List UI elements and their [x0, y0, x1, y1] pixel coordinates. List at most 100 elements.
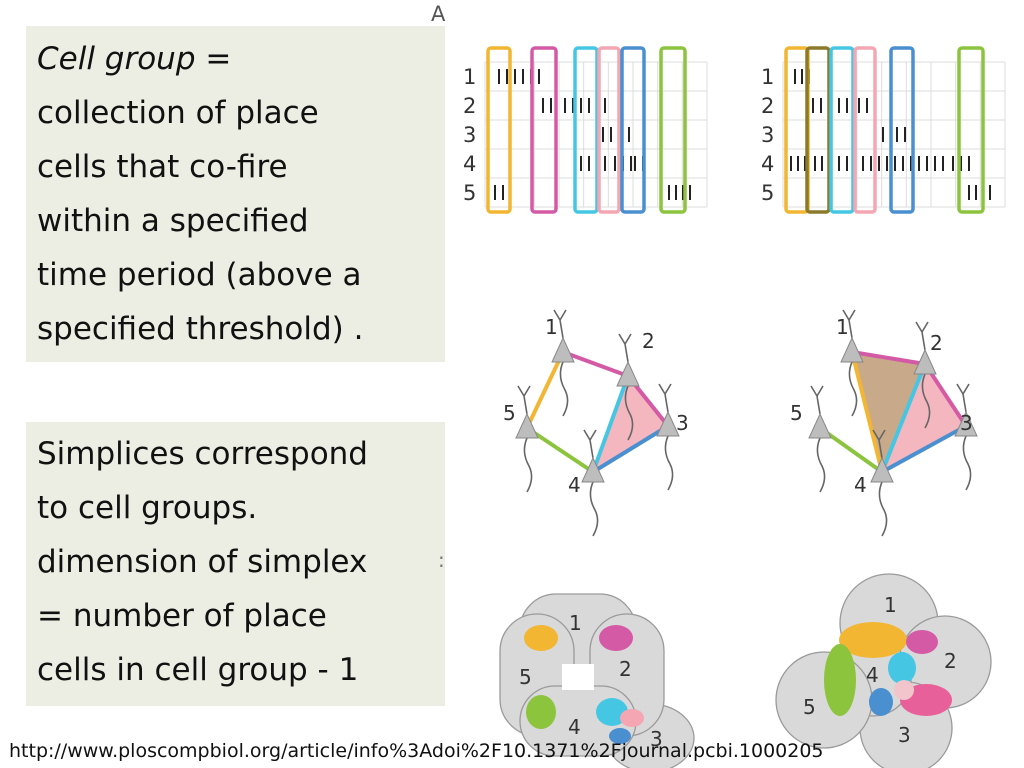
definition-line: specified threshold) .	[37, 311, 364, 347]
edge-2-4	[591, 375, 630, 473]
neuron-soma	[870, 456, 894, 483]
definition-line: collection of place	[37, 95, 319, 131]
simplices-line: dimension of simplex	[37, 544, 368, 580]
edge-1-2	[562, 350, 629, 378]
field-label-1: 1	[884, 593, 897, 617]
uncovered-hole	[562, 664, 594, 690]
node-label-3: 3	[960, 411, 973, 435]
cell-group-box	[597, 46, 621, 214]
overlap-1-2	[599, 625, 633, 651]
neuron-axon	[523, 437, 533, 493]
source-url[interactable]: http://www.ploscompbiol.org/article/info…	[9, 740, 824, 762]
neuron-axon	[559, 361, 569, 417]
edge-1-5	[525, 351, 565, 429]
overlap-2-3	[620, 709, 644, 727]
raster-row-label: 4	[463, 152, 476, 176]
edge-1-2	[851, 350, 926, 366]
neuron-soma	[515, 412, 539, 439]
overlap-3-4	[869, 688, 893, 716]
neuron-axon	[848, 361, 858, 417]
node-label-2: 2	[930, 331, 943, 355]
definition-line: Cell group =	[37, 32, 445, 86]
field-label-4: 4	[866, 663, 879, 687]
edge-3-4	[591, 424, 670, 474]
neuron-soma	[616, 360, 640, 387]
overlap-1-2	[906, 630, 938, 654]
cell-group-box	[957, 46, 985, 214]
cell-group-box	[889, 46, 915, 214]
neuron-soma	[840, 336, 864, 363]
overlap-5-4	[824, 644, 856, 716]
neuron-soma	[954, 410, 978, 437]
neuron-axon	[962, 435, 972, 491]
node-label-4: 4	[854, 473, 867, 497]
neuron-dendrite	[583, 429, 597, 459]
edge-2-4	[880, 363, 927, 473]
field-label-4: 4	[568, 715, 581, 739]
raster-row-label: 2	[761, 94, 774, 118]
cell-group-box	[530, 46, 558, 214]
node-label-4: 4	[568, 473, 581, 497]
cell-group-box	[620, 46, 646, 214]
neuron-dendrite	[956, 383, 970, 413]
cell-group-box	[784, 46, 810, 214]
node-label-3: 3	[676, 411, 689, 435]
neuron-axon	[878, 481, 888, 537]
field-label-3: 3	[650, 727, 663, 751]
figure-panel-label: A	[431, 2, 446, 26]
cell-group-box	[829, 46, 855, 214]
neuron-dendrite	[517, 385, 531, 415]
edge-5-4	[525, 426, 595, 474]
simplex-triangle-2-3-4	[593, 376, 668, 472]
raster-row-label: 3	[761, 123, 774, 147]
neuron-soma	[808, 412, 832, 439]
overlap-1-5	[524, 625, 558, 651]
raster-row-label: 1	[761, 65, 774, 89]
overlap-1-4	[839, 622, 907, 658]
neuron-axon	[664, 435, 674, 491]
cell-group-box	[486, 46, 512, 214]
definition-equals: =	[195, 41, 232, 77]
cell-group-box	[853, 46, 877, 214]
neuron-soma	[913, 348, 937, 375]
simplices-line: Simplices correspond	[37, 436, 368, 472]
definition-line: cells that co-fire	[37, 149, 288, 185]
raster-row-label: 5	[463, 181, 476, 205]
simplices-line: cells in cell group - 1	[37, 652, 359, 688]
overlap-3-4	[609, 728, 631, 744]
neuron-axon	[816, 437, 826, 493]
field-label-1: 1	[569, 611, 582, 635]
node-label-5: 5	[503, 401, 516, 425]
field-label-5: 5	[803, 695, 816, 719]
node-label-2: 2	[642, 329, 655, 353]
definition-box-simplices: Simplices correspond to cell groups. dim…	[26, 422, 445, 706]
simplices-line: = number of place	[37, 598, 327, 634]
neuron-axon	[921, 373, 931, 429]
neuron-soma	[551, 336, 575, 363]
neuron-dendrite	[810, 385, 824, 415]
overlap-2-4	[596, 698, 628, 726]
field-label-3: 3	[898, 723, 911, 747]
definition-line: time period (above a	[37, 257, 362, 293]
neuron-dendrite	[618, 333, 632, 363]
neuron-dendrite	[553, 309, 567, 339]
neuron-dendrite	[842, 309, 856, 339]
raster-row-label: 4	[761, 152, 774, 176]
raster-row-label: 3	[463, 123, 476, 147]
neuron-soma	[581, 456, 605, 483]
node-label-1: 1	[545, 315, 558, 339]
neuron-axon	[624, 385, 634, 441]
field-label-5: 5	[519, 665, 532, 689]
raster-row-label: 5	[761, 181, 774, 205]
simplex-triangle-1-2-4	[852, 352, 925, 472]
field-label-2: 2	[944, 649, 957, 673]
edge-3-4	[881, 424, 967, 474]
node-label-5: 5	[790, 401, 803, 425]
overlap-2-4	[888, 652, 916, 684]
neuron-dendrite	[915, 321, 929, 351]
neuron-dendrite	[872, 429, 886, 459]
overlap-5-4	[526, 695, 556, 729]
overlap-2-3-4	[894, 680, 914, 700]
definition-box-cell-group: Cell group = collection of place cells t…	[26, 26, 445, 362]
